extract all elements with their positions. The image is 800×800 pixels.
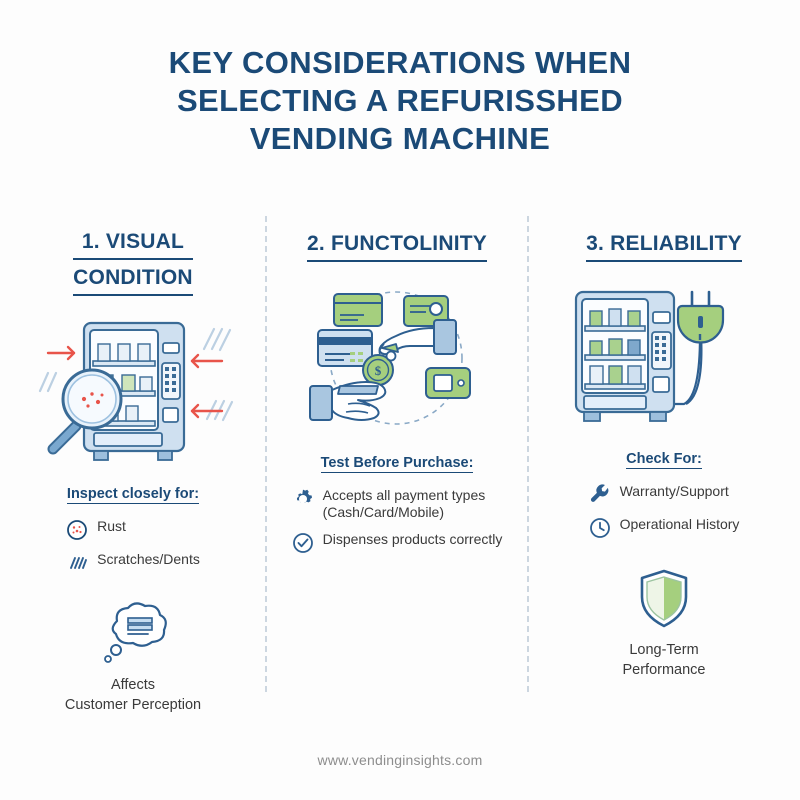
- column-1-heading: 1. VISUAL CONDITION: [0, 226, 266, 297]
- column-3-badge: Long-Term Performance: [528, 566, 800, 680]
- power-plug-icon: [676, 290, 725, 344]
- column-2-subheading: Test Before Purchase:: [320, 455, 474, 473]
- column-3-heading-line-1: 3. RELIABILITY: [586, 228, 742, 262]
- list-item: Warranty/Support: [589, 483, 740, 506]
- list-item-label: Warranty/Support: [619, 483, 729, 499]
- vending-machine-plug-icon: [574, 290, 725, 422]
- list-item-label: Operational History: [619, 516, 740, 532]
- svg-text:$: $: [375, 363, 382, 378]
- hands-exchanging-payment-illustration: $: [266, 282, 528, 438]
- list-item-label: Accepts all payment types (Cash/Card/Mob…: [322, 487, 486, 520]
- list-item-label: Rust: [97, 518, 126, 534]
- list-item-label: Scratches/Dents: [97, 551, 200, 567]
- column-3-bullets: Warranty/Support Operational History: [589, 483, 740, 539]
- payment-exchange-icon: $: [309, 291, 471, 425]
- title-line-3: VENDING MACHINE: [249, 121, 551, 156]
- column-1-subheading: Inspect closely for:: [66, 486, 200, 504]
- title-line-1: KEY CONSIDERATIONS WHEN: [168, 45, 632, 80]
- column-1-subheading-wrap: Inspect closely for:: [0, 485, 266, 504]
- list-item-label: Dispenses products correctly: [322, 531, 503, 547]
- vending-machine-magnifier-icon: [38, 321, 233, 461]
- column-1-badge: Affects Customer Perception: [0, 601, 266, 715]
- list-item: Operational History: [589, 516, 740, 539]
- rust-spots-icon: [66, 519, 88, 541]
- vending-machine-with-plug-illustration: [528, 276, 800, 436]
- thought-bubble-icon: [0, 601, 266, 667]
- shield-icon: [528, 566, 800, 632]
- column-1-badge-caption: Affects Customer Perception: [0, 675, 266, 715]
- column-divider-2: [527, 216, 529, 692]
- column-3-subheading: Check For:: [626, 451, 702, 469]
- list-item: Scratches/Dents: [66, 551, 200, 574]
- column-1-heading-line-1: 1. VISUAL: [73, 226, 193, 260]
- clock-icon: [589, 517, 611, 539]
- badge-caption-line-2: Customer Perception: [64, 697, 202, 713]
- title-line-2: SELECTING A REFURISSHED: [176, 83, 624, 118]
- list-item: Accepts all payment types (Cash/Card/Mob…: [292, 487, 503, 521]
- column-1-heading-line-2: CONDITION: [73, 262, 193, 296]
- column-2-subheading-wrap: Test Before Purchase:: [266, 454, 528, 473]
- vending-machine-with-magnifier-illustration: [0, 311, 266, 471]
- footer-url[interactable]: www.vendinginsights.com: [317, 752, 483, 768]
- columns-container: 1. VISUAL CONDITION: [0, 214, 800, 713]
- badge-caption-line-2: Performance: [622, 662, 706, 678]
- column-functionality: 2. FUNCTOLINITY: [266, 214, 528, 704]
- column-1-bullets: Rust: [66, 518, 200, 574]
- wrench-icon: [589, 484, 611, 506]
- badge-caption-line-1: Affects: [110, 677, 156, 693]
- column-3-badge-caption: Long-Term Performance: [528, 640, 800, 680]
- column-3-subheading-wrap: Check For:: [528, 450, 800, 469]
- badge-caption-line-1: Long-Term: [629, 642, 699, 658]
- list-item: Dispenses products correctly: [292, 531, 503, 554]
- column-visual-condition: 1. VISUAL CONDITION: [0, 214, 266, 713]
- column-2-bullets: Accepts all payment types (Cash/Card/Mob…: [292, 487, 503, 554]
- check-circle-icon: [292, 532, 314, 554]
- gear-icon: [292, 488, 314, 510]
- column-2-heading-line-1: 2. FUNCTOLINITY: [307, 228, 487, 262]
- column-reliability: 3. RELIABILITY: [528, 214, 800, 704]
- column-divider-1: [265, 216, 267, 692]
- page-title: KEY CONSIDERATIONS WHEN SELECTING A REFU…: [0, 44, 800, 158]
- scratches-icon: [66, 552, 88, 574]
- column-3-heading: 3. RELIABILITY: [528, 228, 800, 262]
- column-2-heading: 2. FUNCTOLINITY: [266, 228, 528, 262]
- list-item: Rust: [66, 518, 200, 541]
